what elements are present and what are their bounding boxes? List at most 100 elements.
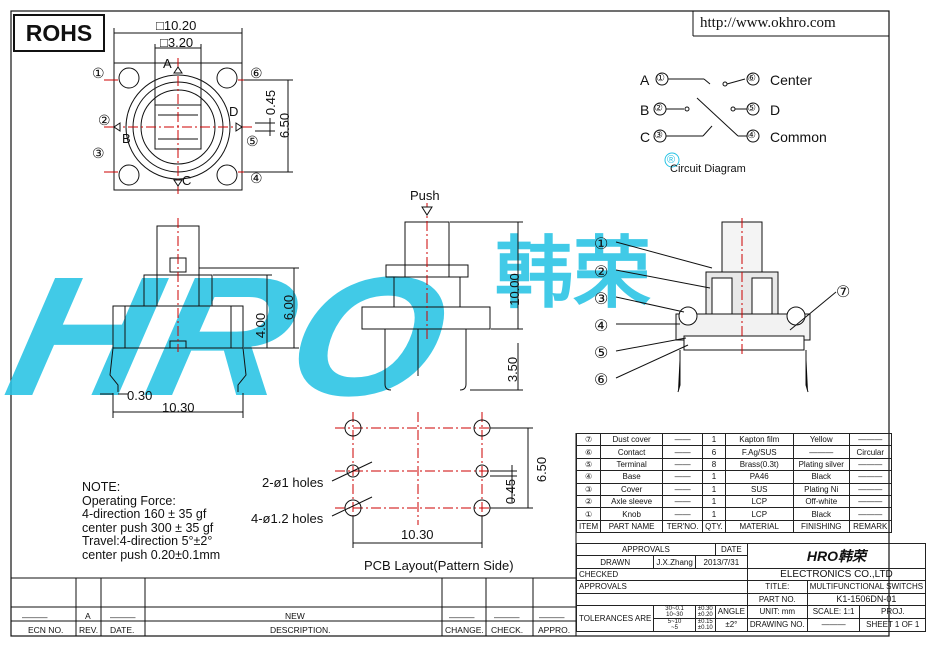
bom-cell-qty: 1 xyxy=(702,432,726,447)
bom-cell-finishing: Plating silver xyxy=(792,457,850,472)
side-view xyxy=(100,218,299,418)
callout-3: ③ xyxy=(594,291,609,308)
pin-2-label: ② xyxy=(98,112,111,128)
callout-1: ① xyxy=(594,236,609,253)
top-view xyxy=(104,28,293,196)
bom-cell-name: Contact xyxy=(600,445,664,459)
bom-cell-qty: 1 xyxy=(702,470,726,484)
tol-range: 10~30 xyxy=(666,611,683,618)
description-header: DESCRIPTION. xyxy=(270,625,331,635)
drawing-no-value: ——— xyxy=(806,617,861,632)
bom-cell-remark: ——— xyxy=(848,494,892,509)
bom-cell-qty: 1 xyxy=(702,507,726,521)
bom-cell-ter: —— xyxy=(662,494,704,509)
callout-5: ⑤ xyxy=(594,345,609,362)
callout-7: ⑦ xyxy=(836,284,851,301)
pin-6-label: ⑥ xyxy=(250,65,263,81)
bom-cell-material: Brass(0.3t) xyxy=(724,457,794,472)
bom-header: PART NAME xyxy=(600,519,664,534)
company-logo: HRO韩荣 xyxy=(746,543,926,569)
website-url[interactable]: http://www.okhro.com xyxy=(700,15,836,31)
dir-d: D xyxy=(229,104,239,119)
front-view xyxy=(361,203,523,391)
tol-range: 5~10 xyxy=(667,618,682,625)
bom-header: ITEM xyxy=(575,519,602,534)
dim-outer: □10.20 xyxy=(156,18,197,33)
push-label: Push xyxy=(410,188,440,203)
dim-045-top: 0.45 xyxy=(263,89,279,116)
tol-range: ~5 xyxy=(671,624,678,631)
title-label: TITLE: xyxy=(746,580,808,594)
dir-b: B xyxy=(122,131,131,146)
pin-3-label: ③ xyxy=(92,145,105,161)
pcb-caption: PCB Layout(Pattern Side) xyxy=(364,558,514,573)
bom-cell-remark: Circular xyxy=(848,445,892,459)
dim-030: 0.30 xyxy=(127,388,153,403)
circuit-p2: ② xyxy=(654,103,663,114)
approvals-header: APPROVALS xyxy=(576,542,716,557)
note-line: Operating Force: xyxy=(82,493,176,508)
bom-cell-finishing: Black xyxy=(792,470,850,484)
bom-cell-qty: 6 xyxy=(702,445,726,459)
bom-cell-qty: 1 xyxy=(702,494,726,509)
circuit-b: B xyxy=(640,102,650,118)
bom-header: MATERIAL xyxy=(724,519,794,534)
company-name: ELECTRONICS CO.,LTD xyxy=(746,567,926,582)
dim-400: 4.00 xyxy=(253,312,269,339)
circuit-p4: ④ xyxy=(747,130,756,141)
bom-cell-remark: ——— xyxy=(848,470,892,484)
pin-1-label: ① xyxy=(92,65,105,81)
bom-cell-item: ② xyxy=(575,494,602,509)
holes-small-label: 2-ø1 holes xyxy=(262,475,324,490)
angle-label: ANGLE xyxy=(714,604,748,619)
callout-6: ⑥ xyxy=(594,372,609,389)
bom-cell-name: Terminal xyxy=(600,457,664,472)
projection-label: PROJ. xyxy=(859,604,926,619)
rev-ecn-value: ——— xyxy=(22,612,48,622)
rev-appro-value: ——— xyxy=(539,612,565,622)
tol-value: ±0.15 xyxy=(697,618,713,625)
bom-cell-remark: ——— xyxy=(848,482,892,496)
circuit-center: Center xyxy=(770,72,813,88)
note-line: center push 300 ± 35 gf xyxy=(82,520,214,535)
tol-ranges: 5~10~5 xyxy=(653,617,696,632)
bom-cell-finishing: ——— xyxy=(792,445,850,459)
dir-a: A xyxy=(163,56,172,71)
bom-cell-remark: ——— xyxy=(848,457,892,472)
note-line: Travel:4-direction 5°±2° xyxy=(82,534,213,548)
bom-cell-material: SUS xyxy=(724,482,794,496)
tol-values: ±0.30±0.20 xyxy=(694,604,716,619)
pin-4-label: ④ xyxy=(250,170,263,186)
bom-cell-item: ③ xyxy=(575,482,602,496)
bom-cell-name: Base xyxy=(600,470,664,484)
bom-cell-remark: ——— xyxy=(848,432,892,447)
sheet-border xyxy=(10,10,890,637)
angle-tolerance: ±2° xyxy=(714,617,748,632)
bom-cell-item: ⑤ xyxy=(575,457,602,472)
bom-header: QTY. xyxy=(702,519,726,534)
bom-header: FINISHING xyxy=(792,519,850,534)
bom-cell-item: ⑥ xyxy=(575,445,602,459)
circuit-common: Common xyxy=(770,129,827,145)
dim-045-pcb: 0.45 xyxy=(503,478,519,505)
bom-cell-name: Knob xyxy=(600,507,664,521)
tol-value: ±0.30 xyxy=(697,605,713,612)
unit-label: UNIT: mm xyxy=(746,604,808,619)
bom-cell-ter: —— xyxy=(662,482,704,496)
bom-cell-name: Axle sleeve xyxy=(600,494,664,509)
callout-4: ④ xyxy=(594,318,609,335)
bom-cell-ter: —— xyxy=(662,432,704,447)
rohs-badge: ROHS xyxy=(13,14,105,52)
bom-header: TER'NO. xyxy=(662,519,704,534)
circuit-d: D xyxy=(770,102,781,118)
note-line: center push 0.20±0.1mm xyxy=(82,547,221,562)
tolerances-label: TOLERANCES ARE xyxy=(575,604,655,632)
bom-cell-item: ① xyxy=(575,507,602,521)
callout-2: ② xyxy=(594,264,609,281)
drawn-by: J.X.Zhang xyxy=(653,555,696,569)
